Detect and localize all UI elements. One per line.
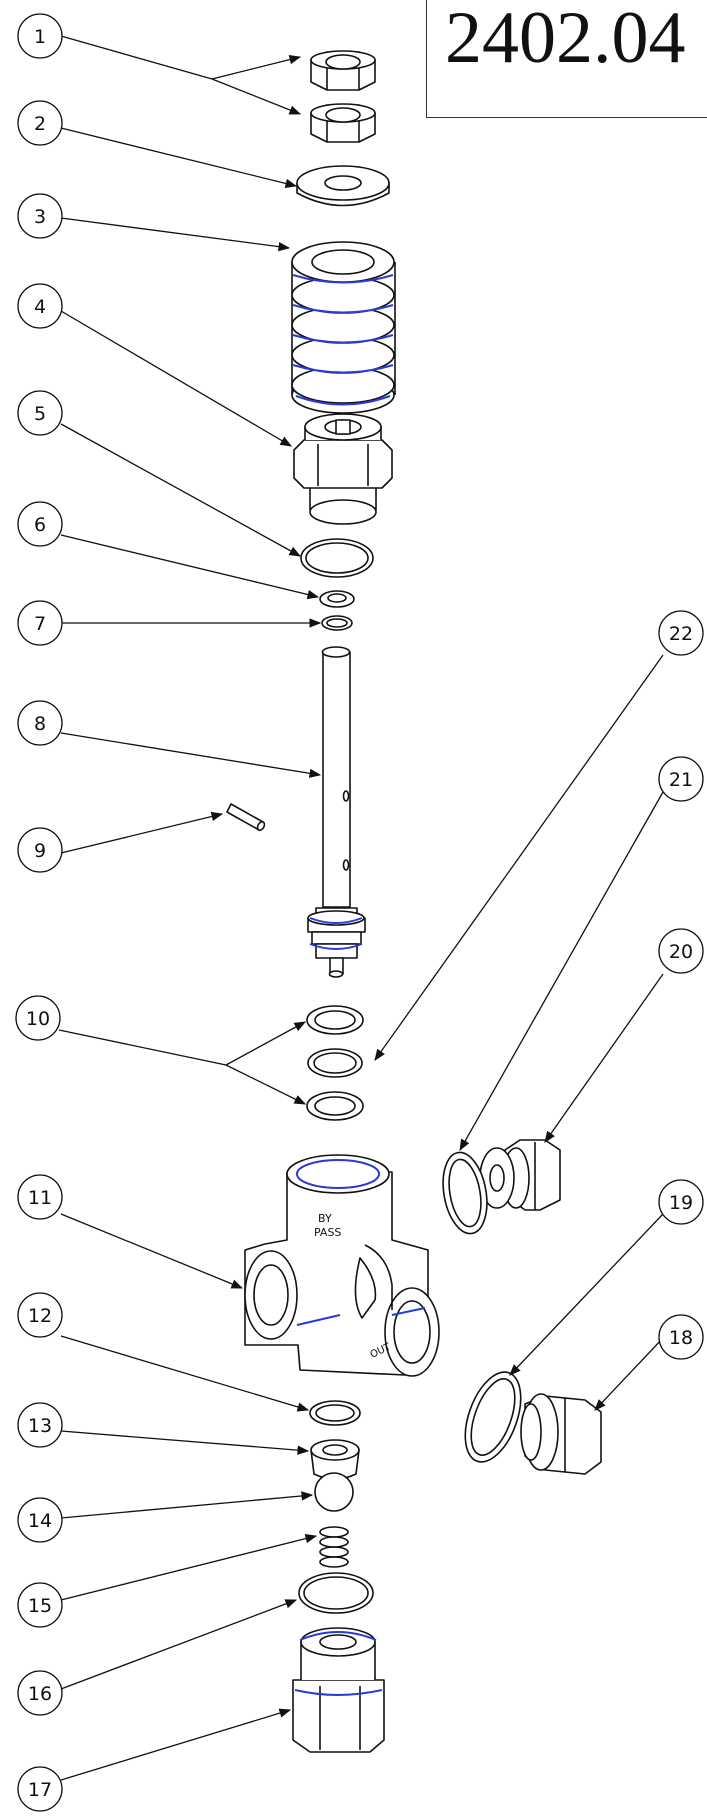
callout-19: 19 [658, 1179, 704, 1225]
svg-text:8: 8 [34, 713, 46, 735]
end-cap-part [292, 1627, 385, 1753]
accent-edges [292, 274, 426, 1696]
svg-text:22: 22 [669, 623, 693, 645]
spring-part [291, 241, 396, 414]
ball-part [314, 1472, 354, 1512]
svg-text:6: 6 [34, 514, 46, 536]
svg-text:15: 15 [28, 1595, 52, 1617]
callout-3: 3 [17, 193, 63, 239]
o-ring-22-part [307, 1048, 363, 1078]
back-up-ring-part [319, 590, 355, 608]
svg-text:19: 19 [669, 1192, 693, 1214]
callout-10: 10 [15, 995, 61, 1041]
svg-text:17: 17 [28, 1779, 52, 1801]
svg-text:11: 11 [28, 1187, 52, 1209]
svg-text:16: 16 [28, 1683, 52, 1705]
callout-13: 13 [17, 1402, 63, 1448]
callout-9: 9 [17, 827, 63, 873]
o-ring-12-part [309, 1400, 361, 1426]
svg-text:1: 1 [34, 26, 46, 48]
callout-8: 8 [17, 700, 63, 746]
sealing-washer-part [300, 538, 374, 578]
svg-text:13: 13 [28, 1415, 52, 1437]
svg-text:12: 12 [28, 1305, 52, 1327]
svg-text:7: 7 [34, 613, 46, 635]
sealing-washer-21-part [442, 1151, 488, 1235]
callout-6: 6 [17, 501, 63, 547]
svg-text:14: 14 [28, 1510, 52, 1532]
callout-18: 18 [658, 1314, 704, 1360]
callout-22: 22 [658, 610, 704, 656]
svg-text:5: 5 [34, 403, 46, 425]
piston-rod-part [307, 646, 366, 978]
callout-7: 7 [17, 600, 63, 646]
callout-12: 12 [17, 1292, 63, 1338]
leader-lines [58, 35, 664, 1781]
svg-text:4: 4 [34, 296, 46, 318]
sealing-washer-19-part [464, 1371, 522, 1463]
valve-body-part: BY PASS OUT [244, 1154, 440, 1377]
fitting-part [479, 1139, 561, 1211]
callout-2: 2 [17, 100, 63, 146]
plug-part [520, 1393, 602, 1475]
sealing-washer-16-part [298, 1572, 374, 1614]
callout-4: 4 [17, 283, 63, 329]
svg-text:18: 18 [669, 1327, 693, 1349]
callout-17: 17 [17, 1766, 63, 1812]
ball-spring-part [319, 1526, 349, 1568]
document-code: 2402.04 [445, 0, 686, 79]
svg-text:20: 20 [669, 941, 693, 963]
svg-text:2: 2 [34, 113, 46, 135]
svg-text:10: 10 [26, 1008, 50, 1030]
callout-16: 16 [17, 1670, 63, 1716]
svg-text:21: 21 [669, 769, 693, 791]
spring-seat-part [296, 165, 390, 207]
callout-15: 15 [17, 1582, 63, 1628]
callout-20: 20 [658, 928, 704, 974]
svg-text:PASS: PASS [314, 1226, 341, 1239]
callout-1: 1 [17, 13, 63, 59]
document-code-box: 2402.04 [426, 0, 707, 118]
callout-11: 11 [17, 1174, 63, 1220]
pin-part [226, 803, 266, 831]
valve-seat-part [310, 1439, 360, 1480]
nut-part [310, 50, 376, 143]
svg-text:9: 9 [34, 840, 46, 862]
callout-5: 5 [17, 390, 63, 436]
o-ring-part [321, 615, 353, 631]
callout-14: 14 [17, 1497, 63, 1543]
callout-21: 21 [658, 756, 704, 802]
back-up-ring-pair-part [306, 1005, 364, 1121]
svg-text:3: 3 [34, 206, 46, 228]
adjuster-body-part [293, 413, 393, 525]
svg-text:BY: BY [318, 1212, 332, 1225]
